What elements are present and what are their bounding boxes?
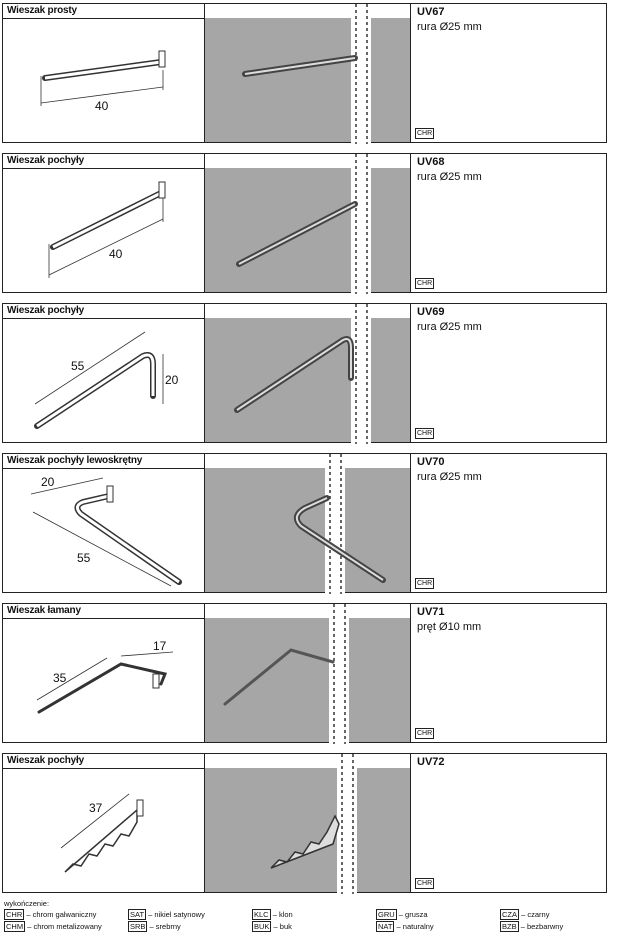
finish-badge: CHR xyxy=(415,878,435,889)
product-card-uv68: Wieszak pochyły 40 UV68 rura Ø25 mm CHR xyxy=(2,153,607,294)
legend-heading: wykończenie: xyxy=(4,899,50,908)
dimension-label: 35 xyxy=(53,671,67,685)
dimension-label: 40 xyxy=(109,247,123,261)
product-photo xyxy=(205,154,410,294)
product-title: Wieszak pochyły xyxy=(7,755,84,766)
technical-drawing: 55 20 xyxy=(34,331,179,429)
product-photo xyxy=(205,454,410,594)
drawing-panel: Wieszak pochyły 40 xyxy=(3,154,205,292)
legend-item: SAT – nikiel satynowy xyxy=(128,909,205,920)
info-panel: UV71 pręt Ø10 mm CHR xyxy=(410,604,607,742)
product-title: Wieszak łamany xyxy=(7,605,81,616)
product-code: UV72 xyxy=(417,756,445,768)
legend-item: KLC – klon xyxy=(252,909,293,920)
product-code: UV67 xyxy=(417,6,445,18)
finish-badge: CHR xyxy=(415,428,435,439)
technical-drawing: 35 17 xyxy=(36,639,174,714)
technical-drawing: 40 xyxy=(40,50,166,113)
drawing-panel: Wieszak pochyły lewoskrętny 20 55 xyxy=(3,454,205,592)
dimension-label: 55 xyxy=(77,551,91,565)
product-photo xyxy=(205,304,410,444)
technical-drawing: 20 55 xyxy=(30,475,182,587)
product-description: rura Ø25 mm xyxy=(417,21,482,33)
info-panel: UV70 rura Ø25 mm CHR xyxy=(410,454,607,592)
product-title: Wieszak pochyły xyxy=(7,305,84,316)
product-title: Wieszak prosty xyxy=(7,5,77,16)
product-card-uv67: Wieszak prosty 40 UV67 rura Ø25 mm CHR xyxy=(2,3,607,144)
legend-item: CZA – czarny xyxy=(500,909,550,920)
drawing-panel: Wieszak łamany 35 17 xyxy=(3,604,205,742)
finish-badge: CHR xyxy=(415,728,435,739)
legend-item: CHR – chrom galwaniczny xyxy=(4,909,97,920)
info-panel: UV68 rura Ø25 mm CHR xyxy=(410,154,607,292)
product-code: UV70 xyxy=(417,456,445,468)
technical-drawing: 37 xyxy=(60,793,144,873)
product-description: pręt Ø10 mm xyxy=(417,621,482,633)
finish-legend: wykończenie: xyxy=(4,899,49,909)
finish-badge: CHR xyxy=(415,578,435,589)
product-description: rura Ø25 mm xyxy=(417,471,482,483)
drawing-panel: Wieszak pochyły 55 20 xyxy=(3,304,205,442)
product-photo xyxy=(205,4,410,144)
product-photo xyxy=(205,754,410,894)
legend-item: BUK – buk xyxy=(252,921,292,932)
legend-item: CHM – chrom metalizowany xyxy=(4,921,102,932)
dimension-label: 20 xyxy=(165,373,179,387)
product-description: rura Ø25 mm xyxy=(417,321,482,333)
dimension-label: 17 xyxy=(153,639,167,653)
legend-item: NAT – naturalny xyxy=(376,921,434,932)
drawing-panel: Wieszak prosty 40 xyxy=(3,4,205,142)
technical-drawing: 40 xyxy=(48,181,166,278)
product-description: rura Ø25 mm xyxy=(417,171,482,183)
info-panel: UV69 rura Ø25 mm CHR xyxy=(410,304,607,442)
finish-badge: CHR xyxy=(415,128,435,139)
product-code: UV69 xyxy=(417,306,445,318)
info-panel: UV67 rura Ø25 mm CHR xyxy=(410,4,607,142)
legend-item: SRB – srebrny xyxy=(128,921,181,932)
legend-item: GRU – grusza xyxy=(376,909,428,920)
info-panel: UV72 CHR xyxy=(410,754,607,892)
product-code: UV68 xyxy=(417,156,445,168)
dimension-label: 40 xyxy=(95,99,109,113)
product-card-uv71: Wieszak łamany 35 17 UV71 pręt Ø10 mm CH… xyxy=(2,603,607,744)
legend-item: BZB – bezbarwny xyxy=(500,921,564,932)
drawing-panel: Wieszak pochyły 37 xyxy=(3,754,205,892)
product-card-uv69: Wieszak pochyły 55 20 UV69 rura Ø25 mm C… xyxy=(2,303,607,444)
dimension-label: 37 xyxy=(89,801,103,815)
product-code: UV71 xyxy=(417,606,445,618)
product-photo xyxy=(205,604,410,744)
product-card-uv70: Wieszak pochyły lewoskrętny 20 55 UV70 r… xyxy=(2,453,607,594)
product-title: Wieszak pochyły xyxy=(7,155,84,166)
dimension-label: 20 xyxy=(41,475,55,489)
product-title: Wieszak pochyły lewoskrętny xyxy=(7,455,143,466)
dimension-label: 55 xyxy=(71,359,85,373)
product-card-uv72: Wieszak pochyły 37 UV72 CHR xyxy=(2,753,607,894)
finish-badge: CHR xyxy=(415,278,435,289)
